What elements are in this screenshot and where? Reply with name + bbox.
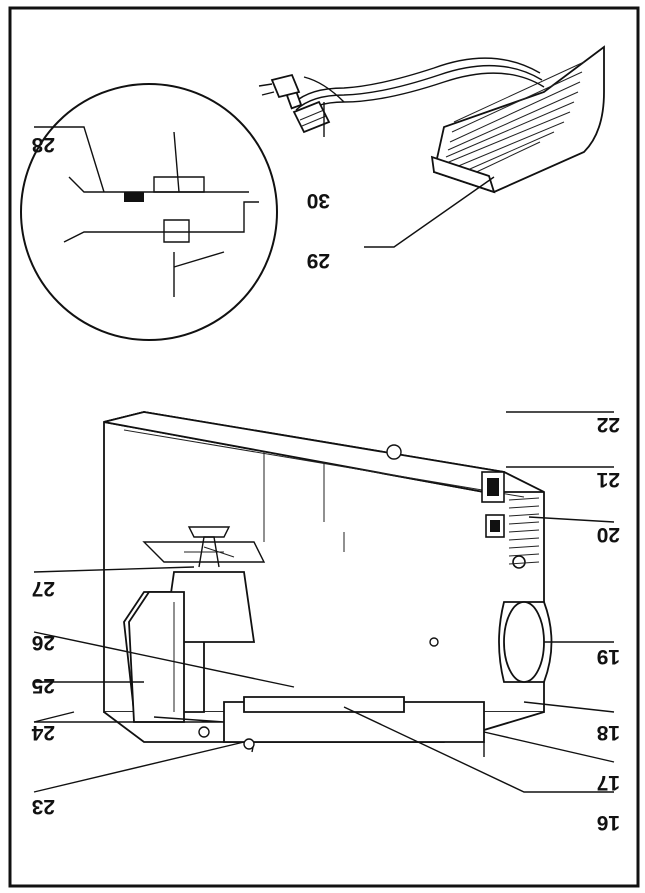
foot-screw [243,738,255,750]
callout-25: 25 [31,674,55,697]
callout-19: 19 [597,645,620,668]
callout-26: 26 [32,631,55,654]
screw-mark [429,637,439,647]
callout-23: 23 [32,795,55,818]
callout-21: 21 [596,468,620,491]
power-socket [481,471,505,503]
callout-24: 24 [31,721,55,744]
bobbin-winder-spindle [512,555,526,569]
callout-16: 16 [597,811,620,834]
handwheel [498,601,553,683]
zoom-circle [20,83,278,341]
callout-22: 22 [597,413,620,436]
callout-17: 17 [597,771,620,794]
callout-27: 27 [32,577,55,600]
callout-28: 28 [31,133,55,156]
screw-mark [386,444,402,460]
outer-border [8,6,640,888]
callout-30: 30 [307,189,330,212]
callout-20: 20 [597,523,620,546]
zoom-switch-detail [124,192,144,202]
sewing-machine-body [103,411,553,757]
foot-screw [198,726,210,738]
foot-pedal [430,45,605,194]
callout-18: 18 [596,721,620,744]
upside-down-illustration [20,45,615,793]
leader-lines [33,102,615,793]
vent-slots [508,497,540,565]
callout-labels: 16 17 18 19 20 21 22 23 24 25 26 27 28 2… [31,133,620,834]
plug-connector [285,90,331,134]
callout-29: 29 [307,249,330,272]
power-switch [485,514,505,538]
mains-plug [258,73,301,99]
